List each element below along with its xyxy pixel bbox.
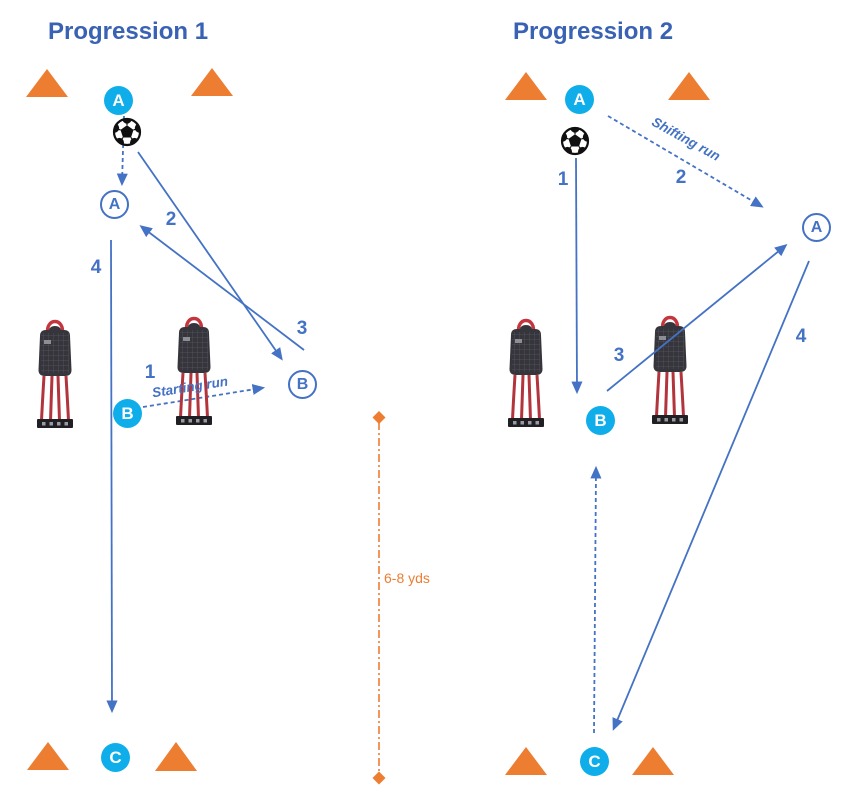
distance-label: 6-8 yds	[384, 570, 430, 586]
pass-arrow-3-p1	[139, 225, 305, 351]
title-progression-1: Progression 1	[48, 18, 209, 45]
player-label: C	[588, 751, 601, 771]
run-arrow-c-to-b-p2	[590, 465, 602, 734]
cone-icon	[505, 747, 547, 775]
cone-icon	[505, 72, 547, 100]
diamond-endpoint-icon	[372, 771, 386, 785]
training-mannequin	[35, 319, 75, 430]
cone-icon	[668, 72, 710, 100]
player-label: A	[810, 218, 823, 236]
player-c-p2: C	[580, 747, 609, 776]
player-label: C	[109, 747, 122, 767]
diamond-endpoint-icon	[372, 411, 386, 424]
step-label-1-p2: 1	[557, 169, 569, 190]
step-label-1-p1: 1	[144, 362, 156, 383]
cone-icon	[191, 68, 233, 96]
soccer-ball-icon	[558, 123, 592, 156]
step-label-2-p1: 2	[165, 209, 177, 230]
player-label: A	[573, 89, 586, 109]
player-a-support-p1: A	[100, 190, 129, 219]
player-label: B	[296, 375, 309, 393]
player-b-start-p1: B	[113, 399, 142, 428]
cone-icon	[155, 742, 197, 771]
pass-arrow-2-p1	[137, 151, 283, 361]
player-label: B	[594, 410, 607, 430]
step-label-3-p2: 3	[613, 345, 625, 366]
cone-icon	[27, 742, 69, 770]
player-label: A	[112, 90, 125, 110]
step-label-2-p2: 2	[675, 167, 687, 188]
player-c-p1: C	[101, 743, 130, 772]
player-b-p2: B	[586, 406, 615, 435]
title-progression-2: Progression 2	[513, 18, 674, 45]
player-a-start-p2: A	[565, 85, 594, 114]
step-label-4-p1: 4	[90, 257, 102, 278]
player-label: A	[108, 195, 121, 213]
run-arrow-2-p2	[607, 115, 764, 208]
player-label: B	[121, 403, 134, 423]
training-mannequin	[506, 318, 546, 429]
soccer-ball-icon	[110, 114, 144, 147]
player-a-wide-p2: A	[802, 213, 831, 242]
pass-arrow-3-p2	[606, 244, 788, 392]
player-a-start-p1: A	[104, 86, 133, 115]
pass-arrow-1-p2	[571, 157, 583, 395]
distance-line	[372, 411, 386, 785]
cone-icon	[26, 69, 68, 97]
training-mannequin	[650, 315, 690, 426]
pass-arrow-4-p2	[612, 260, 810, 731]
pass-arrow-4-p1	[106, 239, 118, 714]
step-label-4-p2: 4	[795, 326, 807, 347]
cone-icon	[632, 747, 674, 775]
training-mannequin	[174, 316, 214, 427]
player-b-target-p1: B	[288, 370, 317, 399]
run-arrow-1-p1	[142, 384, 266, 408]
step-label-3-p1: 3	[296, 318, 308, 339]
